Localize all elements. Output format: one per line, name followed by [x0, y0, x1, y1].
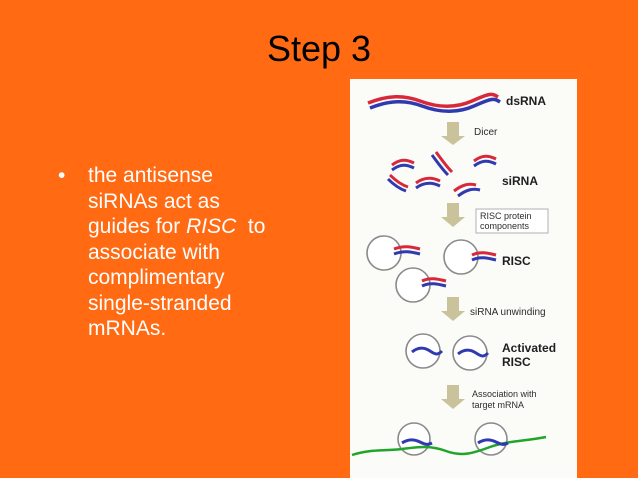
activated-risc-label-1: Activated: [502, 341, 556, 355]
unwinding-arrow-icon: [441, 297, 465, 321]
unwinding-label: siRNA unwinding: [470, 307, 546, 318]
risc-complexes: [366, 235, 497, 303]
bullet-dot: •: [58, 164, 66, 187]
association-label-2: target mRNA: [472, 400, 524, 410]
risc-components-arrow-icon: [441, 203, 465, 227]
bullet-line-1: the antisense: [88, 164, 213, 187]
sirna-label: siRNA: [502, 174, 538, 188]
risc-label: RISC: [502, 254, 531, 268]
activated-risc-label-2: RISC: [502, 355, 531, 369]
dicer-label: Dicer: [474, 127, 498, 138]
rnai-pathway-svg: dsRNA Dicer siRNA RISC: [351, 92, 556, 457]
dsrna-strands: [367, 92, 501, 113]
risc-italic-text: RISC: [186, 215, 237, 238]
dsrna-label: dsRNA: [506, 94, 546, 108]
sirna-fragments: [386, 151, 497, 198]
dsrna-sense-strand: [367, 92, 499, 108]
rnai-diagram: dsRNA Dicer siRNA RISC: [350, 79, 577, 478]
bullet-line-3-text: guides for: [88, 215, 187, 238]
bullet-line-2: siRNAs act as: [88, 189, 220, 213]
bullet-list: • the antisense siRNAs act as guides for…: [58, 163, 328, 342]
bullet-item: • the antisense siRNAs act as guides for…: [58, 163, 328, 342]
bullet-line-3: guides for RISC to: [88, 214, 328, 240]
risc-components-box: [475, 208, 549, 234]
association-arrow-icon: [441, 385, 465, 409]
bullet-line-7: mRNAs.: [88, 317, 167, 340]
bullet-line-5: complimentary: [88, 266, 225, 289]
bullet-line-6: single-stranded: [88, 291, 232, 315]
activated-risc-complexes: [405, 333, 490, 371]
dsrna-antisense-strand: [369, 97, 501, 113]
association-label-1: Association with: [472, 389, 537, 399]
bullet-line-3-tail: to: [236, 215, 266, 238]
dicer-arrow-icon: [441, 122, 465, 145]
bullet-line-4: associate with: [88, 240, 220, 264]
target-mrna-binding: [351, 422, 547, 457]
slide-title: Step 3: [266, 28, 372, 69]
risc-components-label-2: components: [480, 221, 530, 231]
target-mrna-strand: [351, 435, 547, 457]
risc-components-label-1: RISC protein: [480, 211, 532, 221]
